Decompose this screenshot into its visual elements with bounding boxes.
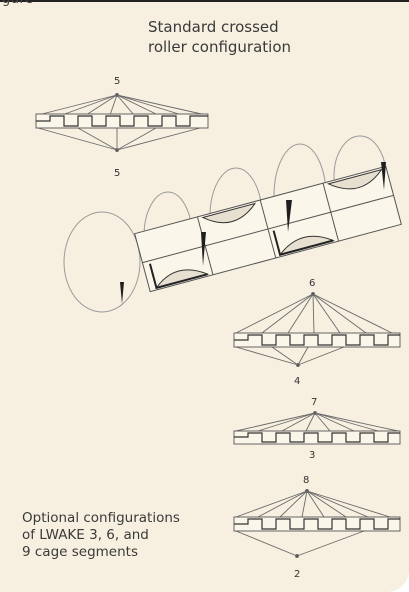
config-6-bottom-label: 4 <box>294 376 300 387</box>
config-8-top-label: 8 <box>303 475 309 486</box>
config-6-4 <box>233 292 401 367</box>
standard-top-label: 5 <box>114 76 120 87</box>
config-7-top-label: 7 <box>311 397 317 408</box>
config-8-2 <box>233 489 401 558</box>
config-6-top-label: 6 <box>309 278 315 289</box>
rotating-cage-illustration <box>63 135 402 313</box>
config-7-3 <box>233 411 401 445</box>
top-rule <box>0 0 409 2</box>
config-standard <box>35 93 209 152</box>
config-7-bottom-label: 3 <box>309 450 315 461</box>
standard-bottom-label: 5 <box>114 168 120 179</box>
diagram-caption: Optional configurations of LWAKE 3, 6, a… <box>22 510 180 560</box>
cutoff-heading: gure <box>2 0 34 7</box>
config-8-bottom-label: 2 <box>294 569 300 580</box>
diagram-title: Standard crossed roller configuration <box>148 18 292 56</box>
